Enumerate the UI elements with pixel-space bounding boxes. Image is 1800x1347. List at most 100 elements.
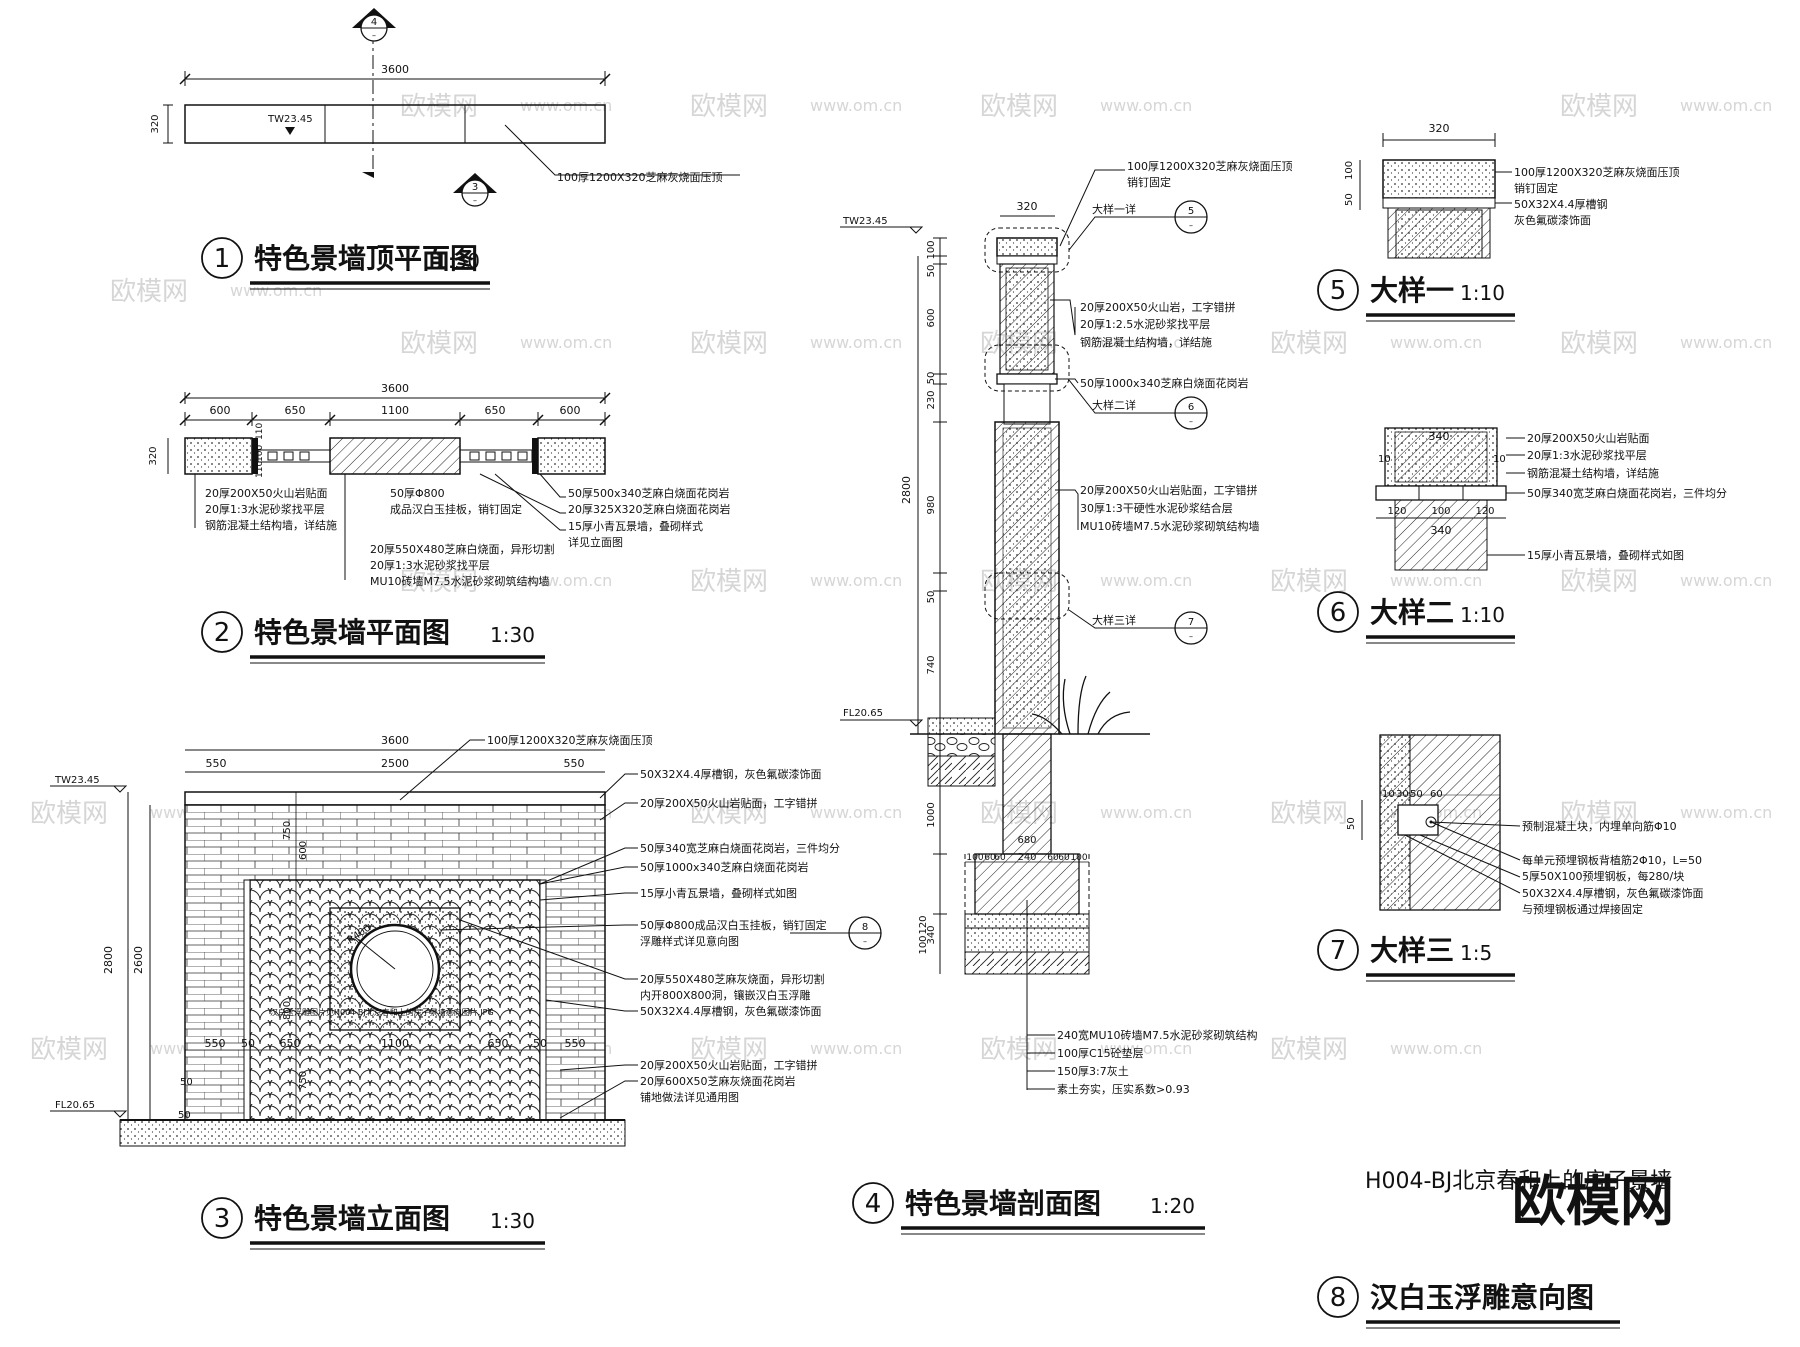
v6-dim-bot-2: 100 bbox=[1431, 506, 1450, 517]
view4-section: 320 680 100 60 60 240 60 60 bbox=[840, 159, 1293, 1096]
v3-dim-left-outer: 2800 bbox=[102, 946, 115, 974]
title-scale: 1:30 bbox=[490, 1209, 535, 1233]
watermark-text: 欧模网 bbox=[1560, 329, 1638, 359]
v2-note-right-3: 15厚小青瓦景墙，叠砌样式 bbox=[568, 519, 703, 533]
v3-hidden-note: 汉白玉浮雕图片见H004-BJ北京春和上的房子景墙意向图片.JPG bbox=[270, 1007, 494, 1017]
v3-dim-bot-4: 1100 bbox=[381, 1037, 409, 1050]
v4-level-bottom: FL20.65 bbox=[843, 708, 883, 719]
v2-note-left-3: 钢筋混凝土结构墙，详结施 bbox=[205, 518, 337, 532]
title-text: 特色景墙剖面图 bbox=[905, 1187, 1101, 1220]
svg-text:–: – bbox=[372, 31, 376, 40]
v3-dim-bot-2: 50 bbox=[241, 1037, 255, 1050]
svg-text:大样三详: 大样三详 bbox=[1092, 613, 1136, 627]
watermark-url: www.om.cn bbox=[1390, 1039, 1482, 1058]
v4-note-a-1: 20厚200X50火山岩，工字错拼 bbox=[1080, 300, 1236, 314]
v4-note-a-3: 钢筋混凝土结构墙，详结施 bbox=[1080, 335, 1212, 349]
v2-note-right-4: 详见立面图 bbox=[568, 535, 623, 549]
svg-text:8: 8 bbox=[862, 922, 868, 933]
v4-note-b: 50厚1000x340芝麻白烧面花岗岩 bbox=[1080, 376, 1249, 390]
v3-note-9: 内开800X800洞，镶嵌汉白玉浮雕 bbox=[640, 988, 811, 1002]
svg-text:5: 5 bbox=[1188, 206, 1194, 217]
v6-dim-bot-1: 120 bbox=[1387, 506, 1406, 517]
title-number: 6 bbox=[1330, 598, 1347, 628]
v4-footing-7: 100 bbox=[1070, 853, 1087, 863]
watermark-url: www.om.cn bbox=[1680, 803, 1772, 822]
v4-dim-top: 320 bbox=[1017, 200, 1038, 213]
v4-note-top-1: 100厚1200X320芝麻灰烧面压顶 bbox=[1127, 159, 1293, 173]
v2-dim-1: 600 bbox=[210, 404, 231, 417]
v3-dim-left-750b: 750 bbox=[298, 1071, 309, 1090]
v3-dim-top-1: 550 bbox=[206, 757, 227, 770]
v2-dim-5: 600 bbox=[560, 404, 581, 417]
watermark-url: www.om.cn bbox=[520, 333, 612, 352]
watermark-url: www.om.cn bbox=[1100, 333, 1192, 352]
title-text: 大样一 bbox=[1370, 274, 1454, 307]
v6-note-2: 20厚1:3水泥砂浆找平层 bbox=[1527, 448, 1647, 462]
v4-dim-left-9: 1000 bbox=[926, 802, 937, 827]
watermark-url: www.om.cn bbox=[1100, 96, 1192, 115]
v4-footing-2: 60 bbox=[984, 853, 996, 863]
watermark-text: 欧模网 bbox=[1270, 799, 1348, 829]
v2-dim-small-1: 110 bbox=[255, 423, 265, 440]
v4-dim-total: 2800 bbox=[900, 476, 913, 504]
v3-dim-bot-1: 550 bbox=[205, 1037, 226, 1050]
watermark-text: 欧模网 bbox=[400, 92, 478, 122]
v4-dim-left-2: 50 bbox=[926, 265, 937, 278]
watermark-text: 欧模网 bbox=[1270, 329, 1348, 359]
v2-note-bottom-1: 20厚550X480芝麻白烧面，异形切割 bbox=[370, 542, 555, 556]
v5-dim-100: 100 bbox=[1344, 161, 1355, 180]
title-scale: 1:30 bbox=[490, 623, 535, 647]
v4-footing-1: 100 bbox=[966, 853, 983, 863]
v3-dim-bot-3: 650 bbox=[280, 1037, 301, 1050]
v3-callout-8: 8 – bbox=[790, 916, 882, 950]
svg-text:6: 6 bbox=[1188, 402, 1194, 413]
v4-note-c-1: 20厚200X50火山岩贴面，工字错拼 bbox=[1080, 483, 1258, 497]
watermark-url: www.om.cn bbox=[1680, 571, 1772, 590]
v1-note: 100厚1200X320芝麻灰烧面压顶 bbox=[557, 170, 723, 184]
v4-dim-left-1: 100 bbox=[926, 240, 937, 259]
view1-top-plan: 3600 320 TW23.45 4 – 3 – 100厚1200X320芝麻灰… bbox=[150, 8, 740, 207]
view6-detail-2: 340 10 10 120 100 120 340 20厚200X50火山岩贴面… bbox=[1375, 427, 1727, 571]
watermark-text: 欧模网 bbox=[980, 1035, 1058, 1065]
watermark-url: www.om.cn bbox=[1390, 571, 1482, 590]
v6-note-3: 钢筋混凝土结构墙，详结施 bbox=[1527, 466, 1659, 480]
v3-dim-bot-5: 650 bbox=[488, 1037, 509, 1050]
title-text: 特色景墙立面图 bbox=[254, 1202, 450, 1235]
v4-footing-5: 60 bbox=[1047, 853, 1059, 863]
v2-note-right-1: 50厚500x340芝麻白烧面花岗岩 bbox=[568, 486, 730, 500]
svg-text:大样二详: 大样二详 bbox=[1092, 398, 1136, 412]
watermark-url: www.om.cn bbox=[810, 333, 902, 352]
v4-note-base-2: 100厚C15砼垫层 bbox=[1057, 1046, 1144, 1060]
v4-note-base-4: 素土夯实，压实系数>0.93 bbox=[1057, 1082, 1190, 1096]
v3-note-12: 20厚600X50芝麻灰烧面花岗岩 bbox=[640, 1074, 796, 1088]
watermark-url: www.om.cn bbox=[1680, 96, 1772, 115]
watermark-text: 欧模网 bbox=[400, 329, 478, 359]
v2-dim-height: 320 bbox=[148, 446, 159, 465]
view3-elevation: 3600 550 2500 550 R400 汉白玉浮雕图片见H004-BJ北京… bbox=[50, 733, 882, 1147]
v4-note-c-2: 30厚1:3干硬性水泥砂浆结合层 bbox=[1080, 501, 1233, 515]
watermark-url: www.om.cn bbox=[520, 571, 612, 590]
v3-note-11: 20厚200X50火山岩贴面，工字错拼 bbox=[640, 1058, 818, 1072]
v4-note-top-2: 销钉固定 bbox=[1127, 175, 1171, 189]
v3-note-7: 浮雕样式详见意向图 bbox=[640, 934, 739, 948]
v4-level-top: TW23.45 bbox=[842, 216, 888, 227]
watermark-url: www.om.cn bbox=[810, 803, 902, 822]
watermark-text: 欧模网 bbox=[1560, 799, 1638, 829]
v2-dim-2: 650 bbox=[285, 404, 306, 417]
svg-text:7: 7 bbox=[1188, 617, 1194, 628]
v3-dim-left-600: 600 bbox=[298, 841, 309, 860]
title-scale: 1:10 bbox=[1460, 281, 1505, 305]
title-number: 3 bbox=[214, 1204, 231, 1234]
v4-note-a-2: 20厚1:2.5水泥砂浆找平层 bbox=[1080, 317, 1210, 331]
v3-dim-top-2: 2500 bbox=[381, 757, 409, 770]
watermark-url: www.om.cn bbox=[1100, 571, 1192, 590]
watermark-url: www.om.cn bbox=[810, 571, 902, 590]
